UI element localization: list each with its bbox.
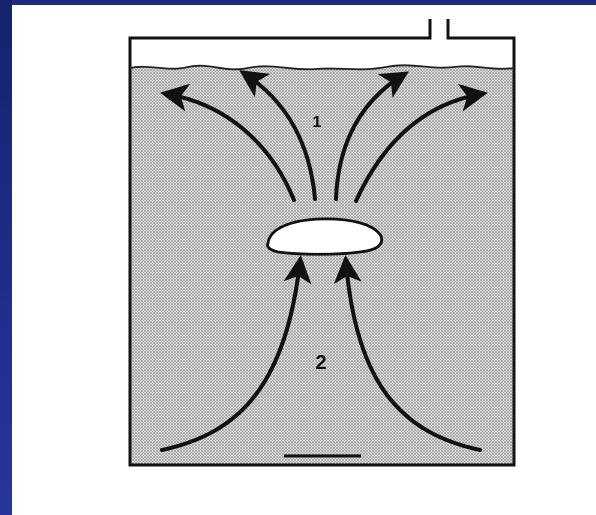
region-label-lower: 2 <box>315 352 326 374</box>
liquid-region <box>130 65 514 465</box>
region-label-upper: 1 <box>313 114 322 131</box>
central-bubble <box>267 219 381 254</box>
